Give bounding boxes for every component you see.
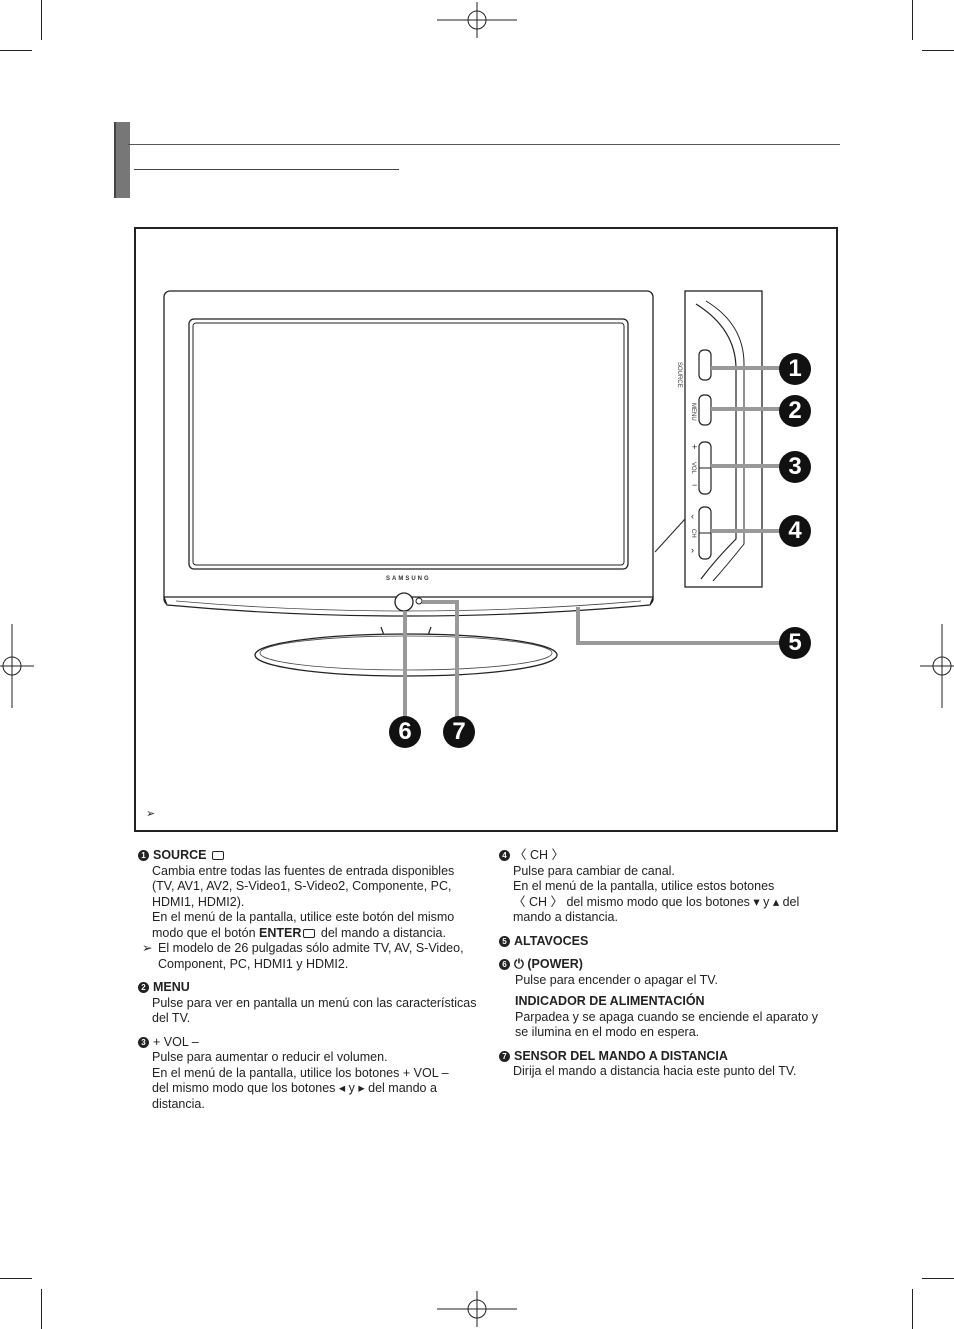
crop-mark	[922, 50, 954, 51]
registration-mark-icon	[437, 1291, 517, 1327]
source-description: Cambia entre todas las fuentes de entrad…	[152, 863, 455, 909]
crop-mark	[41, 0, 42, 40]
menu-button	[698, 394, 712, 426]
sensor-title: SENSOR DEL MANDO A DISTANCIA	[514, 1048, 728, 1063]
source-title: SOURCE	[153, 848, 207, 862]
callout-5: 5	[788, 629, 802, 656]
power-indicator-description: Parpadea y se apaga cuando se enciende e…	[515, 1009, 819, 1040]
legend-right-column: 4 〈 CH 〉 Pulse para cambiar de canal. En…	[499, 848, 819, 1088]
note-arrow-icon: ➢	[142, 941, 153, 955]
crop-mark	[41, 1289, 42, 1329]
source-note: ➢El modelo de 26 pulgadas sólo admite TV…	[142, 941, 464, 971]
side-label-menu: MENU	[690, 403, 696, 421]
number-badge: 4	[499, 850, 510, 862]
tv-screen	[192, 322, 625, 566]
ch-description-2b: 〈 CH 〉 del mismo modo que los botones ▾ …	[513, 894, 800, 925]
callout-3: 3	[788, 453, 802, 480]
svg-text:›: ›	[691, 545, 694, 555]
section-header-rule	[128, 144, 840, 145]
number-badge: 3	[138, 1036, 149, 1048]
crop-mark	[0, 1278, 32, 1279]
side-panel	[684, 290, 763, 588]
enter-icon	[212, 851, 225, 861]
side-label-source: SOURCE	[676, 362, 682, 388]
svg-text:+: +	[692, 442, 697, 452]
registration-mark-icon	[920, 624, 954, 708]
legend-vol: 3 + VOL – Pulse para aumentar o reducir …	[138, 1035, 478, 1113]
number-badge: 1	[138, 850, 149, 862]
crop-mark	[922, 1278, 954, 1279]
crop-mark	[912, 1289, 913, 1329]
sensor-description: Dirija el mando a distancia hacia este p…	[513, 1064, 797, 1078]
power-description: Pulse para encender o apagar el TV.	[515, 972, 718, 987]
legend-speakers: 5 ALTAVOCES	[499, 934, 819, 950]
remote-sensor	[415, 597, 423, 605]
power-button	[394, 592, 414, 612]
number-badge: 6	[499, 959, 510, 971]
callout-6: 6	[398, 718, 412, 745]
brand-logo: SAMSUNG	[386, 576, 431, 582]
ch-title: 〈 CH 〉	[514, 848, 565, 862]
section-header-bar	[114, 122, 130, 198]
crop-mark	[912, 0, 913, 40]
legend-ch: 4 〈 CH 〉 Pulse para cambiar de canal. En…	[499, 848, 819, 926]
section-subheader-rule	[134, 169, 399, 170]
callout-7: 7	[452, 718, 466, 745]
note-arrow-icon: ➢	[146, 808, 156, 820]
speakers-title: ALTAVOCES	[514, 933, 589, 948]
svg-text:−: −	[692, 480, 697, 490]
callout-2: 2	[788, 397, 802, 424]
menu-description: Pulse para ver en pantalla un menú con l…	[152, 995, 477, 1026]
registration-mark-icon	[437, 2, 517, 38]
ch-description: Pulse para cambiar de canal.	[513, 863, 675, 878]
vol-title: + VOL –	[153, 1034, 199, 1049]
number-badge: 2	[138, 982, 149, 994]
legend-power: 6 ⏻ (POWER) Pulse para encender o apagar…	[499, 957, 819, 1041]
registration-mark-icon	[0, 624, 34, 708]
legend-left-column: 1 SOURCE Cambia entre todas las fuentes …	[138, 848, 478, 1120]
vol-description: Pulse para aumentar o reducir el volumen…	[152, 1050, 388, 1064]
callout-4: 4	[788, 517, 802, 544]
side-label-vol: VOL	[690, 462, 696, 475]
ch-description-2a: En el menú de la pantalla, utilice estos…	[513, 879, 775, 893]
legend-sensor: 7 SENSOR DEL MANDO A DISTANCIA Dirija el…	[499, 1049, 819, 1080]
tv-illustration: + − ‹ ›	[163, 290, 811, 748]
source-description-2: En el menú de la pantalla, utilice este …	[152, 910, 455, 940]
vol-description-2a: En el menú de la pantalla, utilice los b…	[152, 1065, 449, 1080]
tv-front-diagram: + − ‹ › SAMSUNG SOURCE MENU VOL CH 1	[134, 227, 838, 832]
power-title: ⏻ (POWER)	[514, 957, 583, 971]
menu-title: MENU	[153, 980, 190, 994]
crop-mark	[0, 50, 32, 51]
enter-icon	[303, 928, 316, 938]
side-label-ch: CH	[690, 529, 696, 538]
legend-menu: 2 MENU Pulse para ver en pantalla un men…	[138, 980, 478, 1027]
callout-1: 1	[788, 355, 802, 382]
svg-text:‹: ‹	[691, 511, 694, 521]
number-badge: 5	[499, 935, 510, 947]
legend-source: 1 SOURCE Cambia entre todas las fuentes …	[138, 848, 478, 972]
number-badge: 7	[499, 1050, 510, 1062]
vol-description-2b: del mismo modo que los botones ◂ y ▸ del…	[152, 1081, 437, 1111]
power-indicator-title: INDICADOR DE ALIMENTACIÓN	[515, 994, 705, 1008]
source-button	[698, 349, 712, 381]
